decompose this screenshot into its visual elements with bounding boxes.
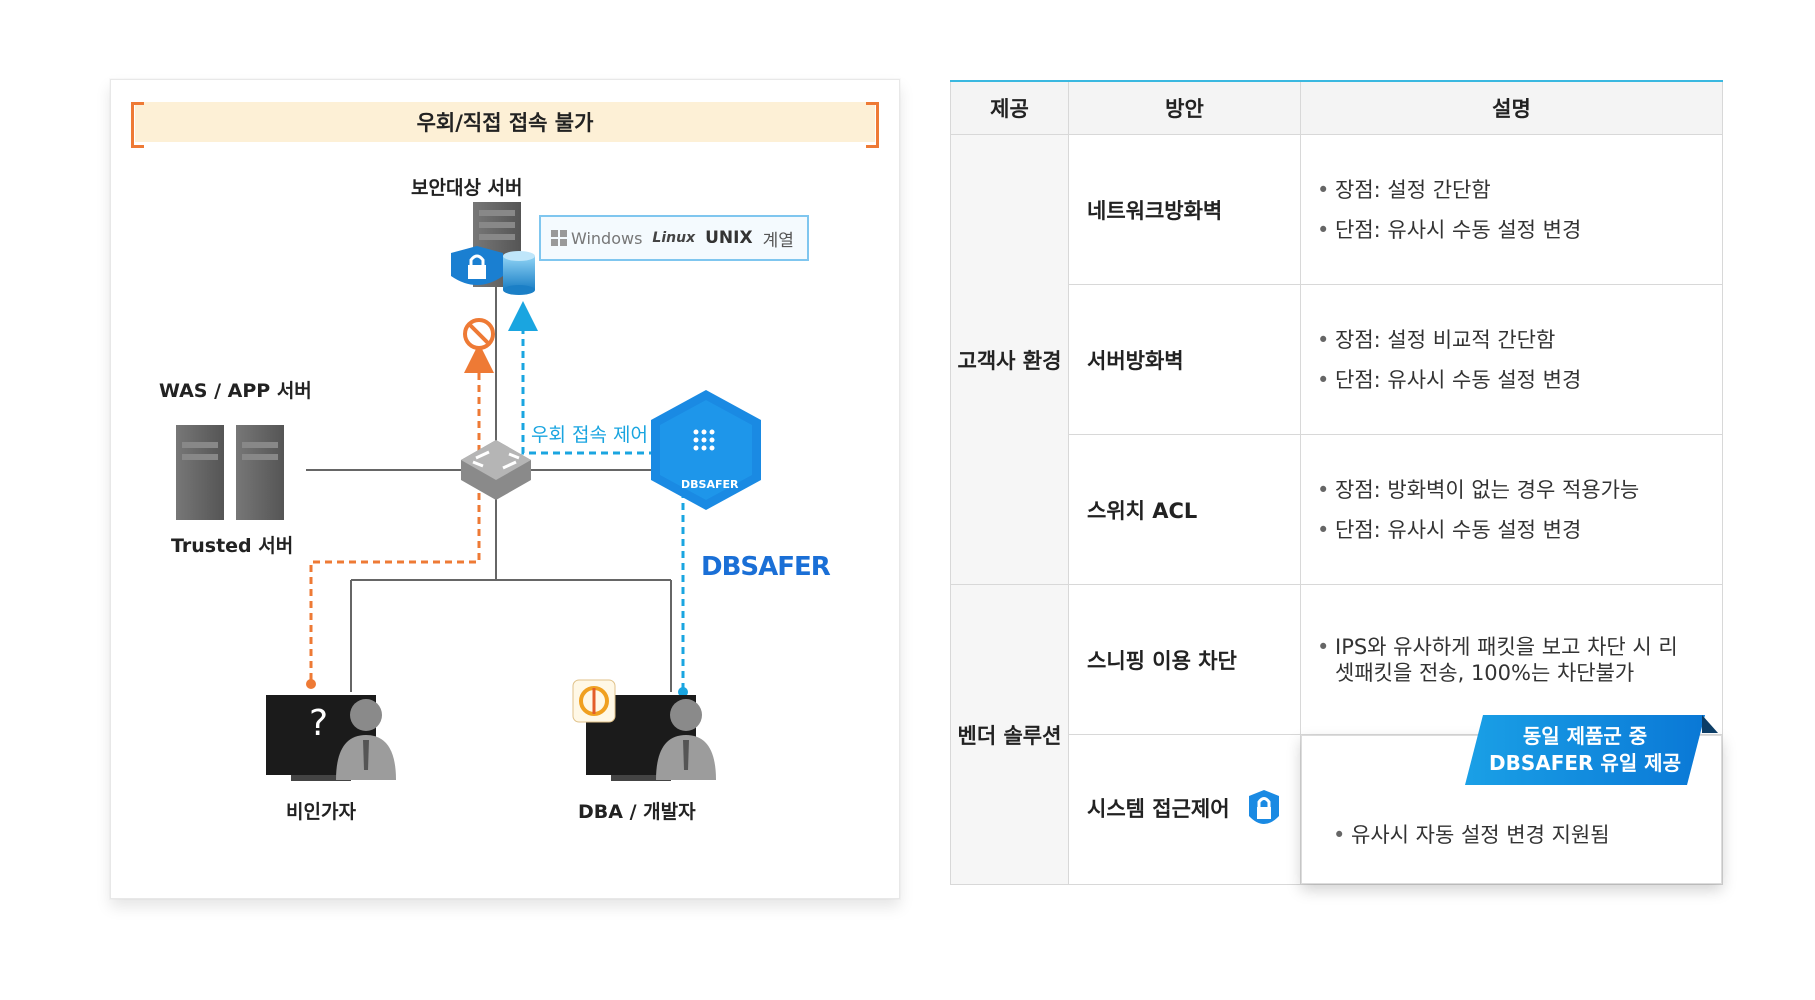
- dba-label: DBA / 개발자: [578, 801, 696, 823]
- table-row: 서버방화벽 장점: 설정 비교적 간단함 단점: 유사시 수동 설정 변경: [951, 284, 1723, 435]
- diagram-graphics: [176, 202, 761, 781]
- left-bracket: [131, 102, 144, 148]
- table-header-row: 제공 방안 설명: [950, 81, 1723, 135]
- target-server-label: 보안대상 서버: [411, 177, 523, 199]
- ribbon-line-1: 동일 제품군 중: [1522, 724, 1648, 748]
- bullet-item: IPS와 유사하게 패킷을 보고 차단 시 리셋패킷을 전송, 100%는 차단…: [1317, 634, 1681, 686]
- bullet-item: 장점: 설정 비교적 간단함: [1317, 320, 1721, 360]
- blocked-path-start: [306, 679, 316, 689]
- bullet-item: 단점: 유사시 수동 설정 변경: [1317, 210, 1721, 250]
- was-server-icon-2: [236, 425, 284, 520]
- prohibited-icon: [463, 318, 495, 350]
- provider-cell: 고객사 환경: [950, 134, 1069, 585]
- unknown-screen-mark: ?: [309, 703, 329, 744]
- table-row: 고객사 환경 네트워크방화벽 장점: 설정 간단함 단점: 유사시 수동 설정 …: [950, 134, 1723, 585]
- blocked-path: [309, 343, 494, 680]
- lock-shield-icon: [451, 246, 503, 285]
- description-cell: 장점: 설정 간단함 단점: 유사시 수동 설정 변경: [1300, 134, 1723, 285]
- unix-logo: UNIX: [705, 228, 753, 248]
- windows-icon: [551, 230, 567, 246]
- method-cell: 서버방화벽: [1068, 284, 1301, 435]
- network-switch-icon: [461, 440, 531, 500]
- ribbon-line-2: DBSAFER 유일 제공: [1489, 751, 1681, 775]
- bullet-item: 단점: 유사시 수동 설정 변경: [1317, 510, 1721, 550]
- diagram-title-bar: 우회/직접 접속 불가: [131, 102, 879, 148]
- bypass-control-label: 우회 접속 제어: [531, 424, 648, 446]
- bullet-item: 단점: 유사시 수동 설정 변경: [1317, 360, 1721, 400]
- header-provider: 제공: [950, 81, 1069, 135]
- network-diagram-panel: 우회/직접 접속 불가: [110, 79, 900, 899]
- unauthorized-label: 비인가자: [286, 801, 356, 823]
- trusted-label: Trusted 서버: [171, 535, 294, 557]
- linux-logo: Linux: [652, 230, 696, 246]
- exclusive-ribbon: 동일 제품군 중 DBSAFER 유일 제공: [1465, 715, 1705, 785]
- network-lines: [306, 270, 672, 692]
- bullet-item: 장점: 설정 간단함: [1317, 170, 1721, 210]
- dev-tool-icon: [572, 679, 616, 723]
- description-cell: 장점: 설정 비교적 간단함 단점: 유사시 수동 설정 변경: [1300, 284, 1723, 435]
- allowed-path-start: [678, 687, 688, 697]
- dbsafer-logo-text: DBSAFER: [701, 552, 831, 582]
- method-cell: 네트워크방화벽: [1068, 134, 1301, 285]
- method-cell: 시스템 접근제어: [1068, 734, 1301, 885]
- method-cell: 스위치 ACL: [1068, 434, 1301, 585]
- os-support-box: Windows Linux UNIX 계열: [539, 215, 809, 261]
- diagram-title: 우회/직접 접속 불가: [416, 111, 594, 135]
- os-suffix: 계열: [762, 230, 794, 251]
- header-method: 방안: [1068, 81, 1301, 135]
- dbsafer-hexagon-icon: [651, 390, 761, 510]
- bullet-item: 장점: 방화벽이 없는 경우 적용가능: [1317, 470, 1721, 510]
- database-icon: [503, 251, 535, 295]
- was-label: WAS / APP 서버: [159, 380, 312, 402]
- method-label: 시스템 접근제어: [1087, 796, 1230, 821]
- was-server-icon-1: [176, 425, 224, 520]
- header-description: 설명: [1300, 81, 1723, 135]
- bullet-item: 유사시 자동 설정 변경 지원됨: [1333, 815, 1721, 855]
- comparison-table: 제공 방안 설명 고객사 환경 네트워크방화벽 장점: 설정 간단함 단점: 유…: [950, 80, 1723, 885]
- description-cell: IPS와 유사하게 패킷을 보고 차단 시 리셋패킷을 전송, 100%는 차단…: [1300, 584, 1723, 735]
- windows-label: Windows: [571, 228, 643, 248]
- table-row: 벤더 솔루션 스니핑 이용 차단 IPS와 유사하게 패킷을 보고 차단 시 리…: [950, 584, 1723, 885]
- right-bracket: [866, 102, 879, 148]
- table-row: 스위치 ACL 장점: 방화벽이 없는 경우 적용가능 단점: 유사시 수동 설…: [951, 434, 1723, 585]
- method-cell: 스니핑 이용 차단: [1068, 584, 1301, 735]
- description-cell: 장점: 방화벽이 없는 경우 적용가능 단점: 유사시 수동 설정 변경: [1300, 434, 1723, 585]
- allowed-path: [508, 301, 685, 690]
- ribbon-fold: [1702, 715, 1718, 733]
- provider-cell: 벤더 솔루션: [950, 584, 1069, 885]
- unauthorized-user-icon: [266, 695, 396, 781]
- dbsafer-badge-text: DBSAFER: [681, 478, 739, 491]
- lock-icon: [1248, 789, 1279, 824]
- windows-logo: Windows: [551, 229, 642, 248]
